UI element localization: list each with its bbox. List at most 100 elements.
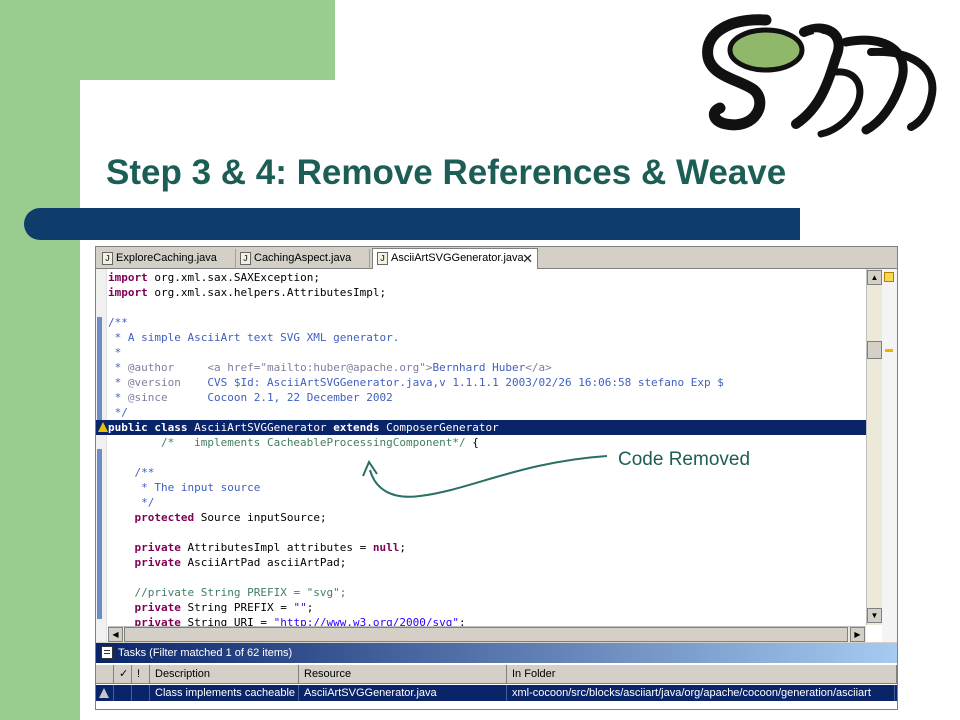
scroll-up-button[interactable]: ▲ <box>867 270 882 285</box>
code-token: public class <box>108 421 188 434</box>
code-line[interactable]: protected Source inputSource; <box>108 510 866 525</box>
code-token: private <box>134 601 181 614</box>
overview-ruler <box>882 269 897 642</box>
code-line[interactable]: * The input source <box>108 480 866 495</box>
logo-icon <box>702 14 937 138</box>
code-token <box>108 601 135 614</box>
code-token <box>108 511 135 524</box>
horizontal-scroll-thumb[interactable] <box>124 627 848 642</box>
code-token: */ <box>108 406 128 419</box>
tab-ascii-art-svg-generator[interactable]: J AsciiArtSVGGenerator.java ✕ <box>372 248 538 270</box>
code-token: ; <box>306 601 314 614</box>
code-token: ; <box>459 616 466 629</box>
code-line[interactable]: //private String PREFIX = "svg"; <box>108 585 866 600</box>
overview-warning-mark[interactable] <box>885 349 893 352</box>
fold-marker <box>97 449 102 619</box>
code-text-area[interactable]: import org.xml.sax.SAXException;import o… <box>96 270 866 629</box>
code-editor[interactable]: import org.xml.sax.SAXException;import o… <box>96 269 897 642</box>
code-line[interactable] <box>108 525 866 540</box>
code-line[interactable]: * @author <a href="mailto:huber@apache.o… <box>108 360 866 375</box>
row-completed-cell[interactable] <box>114 685 132 701</box>
code-token <box>108 541 135 554</box>
code-token: protected <box>134 511 195 524</box>
scroll-thumb[interactable] <box>867 341 882 359</box>
tasks-view-header[interactable]: Tasks (Filter matched 1 of 62 items) <box>96 643 897 663</box>
code-token: * The input source <box>108 481 261 494</box>
code-token: import <box>108 286 148 299</box>
code-line[interactable]: */ <box>108 495 866 510</box>
warning-icon[interactable] <box>98 422 108 432</box>
tasks-header-label: Tasks (Filter matched 1 of 62 items) <box>118 647 293 659</box>
code-token <box>108 586 135 599</box>
code-line[interactable]: import org.xml.sax.helpers.AttributesImp… <box>108 285 866 300</box>
table-row[interactable]: Class implements cacheable AsciiArtSVGGe… <box>96 685 897 701</box>
code-token: CVS $Id: AsciiArtSVGGenerator.java,v 1.1… <box>180 376 724 389</box>
code-line[interactable]: * A simple AsciiArt text SVG XML generat… <box>108 330 866 345</box>
code-line[interactable] <box>108 570 866 585</box>
code-line[interactable]: public class AsciiArtSVGGenerator extend… <box>96 420 866 435</box>
code-token: Bernhard Huber <box>432 361 526 374</box>
code-line[interactable] <box>108 300 866 315</box>
code-line[interactable]: * <box>108 345 866 360</box>
editor-tab-bar: J ExploreCaching.java J CachingAspect.ja… <box>96 247 897 270</box>
code-token: org.xml.sax.helpers.AttributesImpl; <box>147 286 387 299</box>
scroll-left-button[interactable]: ◀ <box>108 627 123 642</box>
code-token: /* implements CacheableProcessingCompone… <box>160 436 466 449</box>
slide-green-band <box>0 0 80 720</box>
column-header-priority[interactable]: ! <box>132 665 150 684</box>
slide-title: Step 3 & 4: Remove References & Weave <box>106 153 787 192</box>
column-header-description[interactable]: Description <box>150 665 299 684</box>
code-token: "http://www.w3.org/2000/svg" <box>273 616 460 629</box>
code-token: import <box>108 271 148 284</box>
vertical-scrollbar[interactable]: ▲ ▼ <box>866 269 882 625</box>
slide-white-corner <box>80 80 200 200</box>
slide-green-top <box>0 0 335 80</box>
code-token <box>108 466 135 479</box>
code-line[interactable]: /* implements CacheableProcessingCompone… <box>108 435 866 450</box>
code-line[interactable]: /** <box>108 465 866 480</box>
tab-caching-aspect[interactable]: J CachingAspect.java <box>236 249 370 269</box>
overview-warning-box <box>884 272 894 282</box>
code-line[interactable]: /** <box>108 315 866 330</box>
code-line[interactable]: private AsciiArtPad asciiArtPad; <box>108 555 866 570</box>
scroll-right-button[interactable]: ▶ <box>850 627 865 642</box>
code-line[interactable]: import org.xml.sax.SAXException; <box>108 270 866 285</box>
horizontal-scrollbar[interactable]: ◀ ▶ <box>108 626 866 642</box>
tab-label: CachingAspect.java <box>254 252 352 264</box>
column-header-resource[interactable]: Resource <box>299 665 507 684</box>
code-line[interactable]: private String URI = "http://www.w3.org/… <box>108 615 866 630</box>
column-header-completed[interactable]: ✓ <box>114 665 132 684</box>
java-file-icon: J <box>240 252 251 265</box>
code-token: //private String PREFIX = "svg"; <box>134 586 347 599</box>
code-line[interactable] <box>108 450 866 465</box>
column-header-in-folder[interactable]: In Folder <box>507 665 897 684</box>
code-line[interactable]: private String PREFIX = ""; <box>108 600 866 615</box>
code-token: String URI = <box>180 616 274 629</box>
code-token: * <box>108 376 128 389</box>
code-token: private <box>134 556 181 569</box>
code-token <box>108 556 135 569</box>
code-line[interactable]: * @since Cocoon 2.1, 22 December 2002 <box>108 390 866 405</box>
code-token: /** <box>134 466 155 479</box>
code-token: private <box>134 616 181 629</box>
scroll-down-button[interactable]: ▼ <box>867 608 882 623</box>
code-line[interactable]: * @version CVS $Id: AsciiArtSVGGenerator… <box>108 375 866 390</box>
code-token: */ <box>108 496 155 509</box>
code-token: "" <box>293 601 307 614</box>
fold-marker <box>97 317 102 433</box>
code-token: * <box>108 391 128 404</box>
code-token: <a href="mailto:huber@apache.org"> <box>207 361 433 374</box>
tasks-table: ✓ ! Description Resource In Folder Class… <box>96 663 897 709</box>
code-token: org.xml.sax.SAXException; <box>147 271 320 284</box>
tab-explore-caching[interactable]: J ExploreCaching.java <box>98 249 236 269</box>
code-line[interactable]: private AttributesImpl attributes = null… <box>108 540 866 555</box>
row-description: Class implements cacheable <box>150 685 299 701</box>
row-resource: AsciiArtSVGGenerator.java <box>299 685 507 701</box>
code-token: extends <box>333 421 380 434</box>
close-icon[interactable]: ✕ <box>522 251 533 266</box>
tasks-icon <box>101 646 113 659</box>
code-token: ComposerGenerator <box>379 421 499 434</box>
code-line[interactable]: */ <box>108 405 866 420</box>
code-token: AsciiArtPad asciiArtPad; <box>180 556 347 569</box>
row-priority-cell <box>132 685 150 701</box>
